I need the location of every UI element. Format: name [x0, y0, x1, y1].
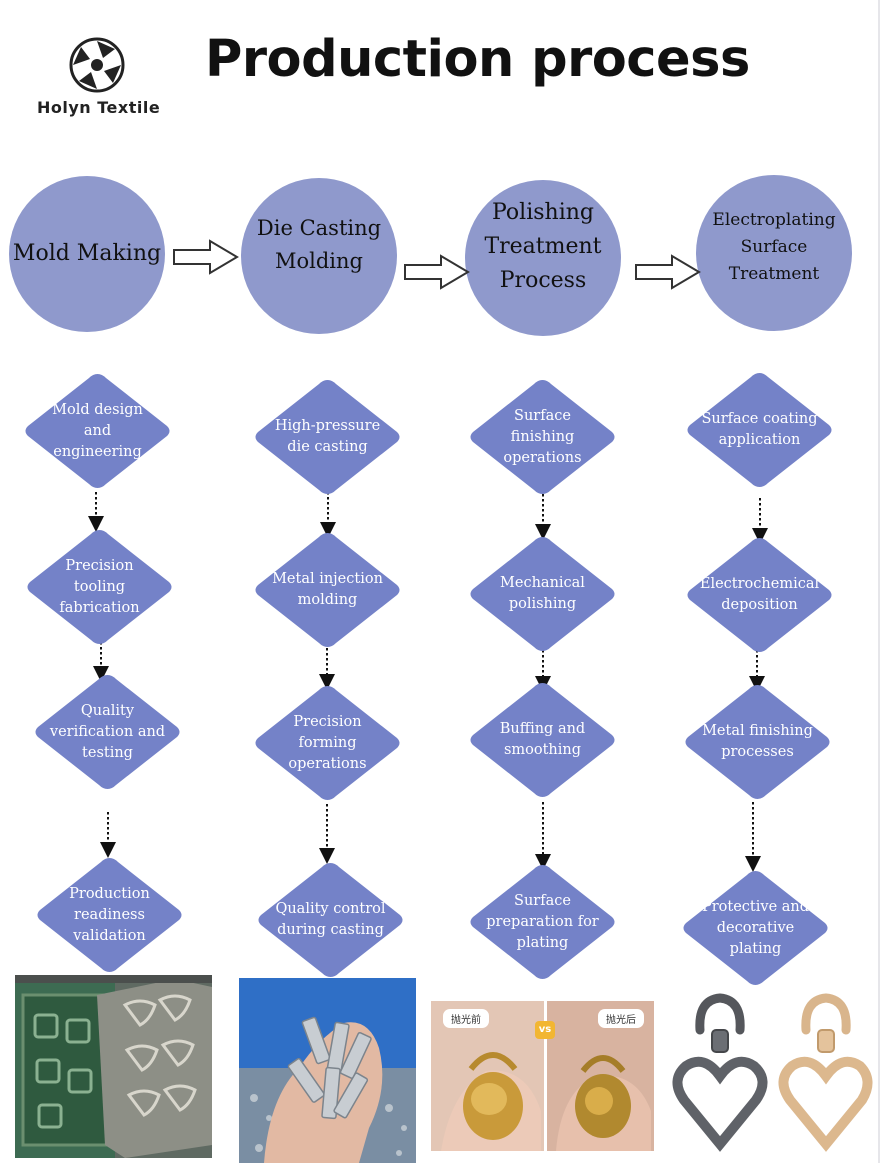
photo-label-vs: vs [535, 1021, 555, 1039]
step-diamond: Quality verification and testing [30, 672, 185, 792]
brand-logo [68, 36, 126, 94]
step-diamond: Mechanical polishing [465, 534, 620, 654]
step-label: Surface coating application [701, 411, 818, 448]
photo-mold [15, 975, 212, 1158]
stage-circle-electroplating: Electroplating Surface Treatment [696, 175, 852, 331]
page-edge-line [878, 0, 880, 1163]
step-diamond: Metal injection molding [250, 530, 405, 650]
step-label: Production readiness validation [69, 885, 150, 944]
step-label: Surface preparation for plating [486, 892, 599, 951]
stage-label: Polishing Treatment Process [484, 200, 602, 293]
arrow-right-icon [403, 254, 471, 290]
step-label: Quality verification and testing [49, 702, 166, 761]
page-title: Production process [205, 30, 750, 89]
step-diamond: High-pressure die casting [250, 377, 405, 497]
step-label: Buffing and smoothing [499, 721, 586, 758]
step-label: Metal finishing processes [702, 723, 813, 760]
photo-label-after: 抛光后 [598, 1009, 644, 1028]
arrow-right-icon [172, 239, 240, 275]
stage-circle-die-casting: Die Casting Molding [241, 178, 397, 334]
photo-die-castings [239, 978, 416, 1163]
stage-circle-mold-making: Mold Making [9, 176, 165, 332]
stage-label: Electroplating Surface Treatment [712, 209, 836, 284]
photo-polishing-comparison: 抛光前 vs 抛光后 [431, 1001, 654, 1151]
step-label: Electrochemical deposition [699, 576, 820, 613]
step-diamond: Electrochemical deposition [682, 535, 837, 655]
step-label: Precision tooling fabrication [59, 557, 140, 616]
step-diamond: Metal finishing processes [680, 682, 835, 802]
brand-name: Holyn Textile [37, 98, 161, 117]
stage-label: Die Casting Molding [256, 216, 382, 273]
step-diamond: Mold design and engineering [20, 371, 175, 491]
photo-plated-heart-hooks [668, 992, 874, 1154]
step-diamond: Production readiness validation [32, 855, 187, 975]
step-label: High-pressure die casting [274, 418, 381, 455]
step-label: Quality control during casting [275, 901, 386, 938]
step-diamond: Quality control during casting [253, 860, 408, 980]
step-diamond: Surface coating application [682, 370, 837, 490]
stage-label: Mold Making [12, 241, 162, 266]
step-label: Mechanical polishing [500, 575, 585, 612]
step-label: Precision forming operations [288, 713, 367, 772]
step-label: Metal injection molding [272, 571, 383, 608]
step-label: Protective and decorative plating [701, 898, 810, 957]
photo-label-before: 抛光前 [443, 1009, 489, 1028]
step-label: Mold design and engineering [52, 401, 143, 460]
stage-circle-polishing: Polishing Treatment Process [465, 180, 621, 336]
step-diamond: Protective and decorative plating [678, 868, 833, 988]
step-diamond: Precision forming operations [250, 683, 405, 803]
step-diamond: Precision tooling fabrication [22, 527, 177, 647]
arrow-right-icon [634, 254, 702, 290]
step-diamond: Buffing and smoothing [465, 680, 620, 800]
step-diamond: Surface preparation for plating [465, 862, 620, 982]
step-diamond: Surface finishing operations [465, 377, 620, 497]
step-label: Surface finishing operations [503, 407, 582, 466]
